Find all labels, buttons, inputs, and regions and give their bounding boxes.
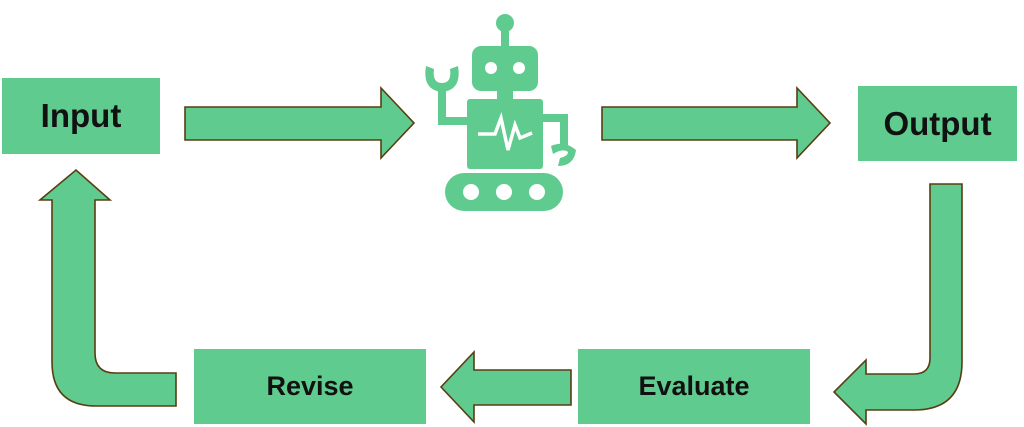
output-label: Output (883, 104, 992, 142)
arrow-output-to-evaluate (832, 183, 963, 426)
robot-icon (425, 14, 576, 211)
arrow-robot-to-output (601, 85, 832, 161)
input-label: Input (40, 97, 122, 134)
arrow-input-to-robot (184, 85, 416, 161)
input-box (2, 78, 160, 154)
evaluate-box (578, 349, 810, 424)
output-box (858, 86, 1017, 161)
evaluate-label: Evaluate (638, 371, 750, 401)
arrow-revise-to-input (37, 168, 177, 407)
arrow-evaluate-to-revise (439, 349, 572, 425)
revise-box (194, 349, 426, 424)
revise-label: Revise (266, 371, 354, 401)
